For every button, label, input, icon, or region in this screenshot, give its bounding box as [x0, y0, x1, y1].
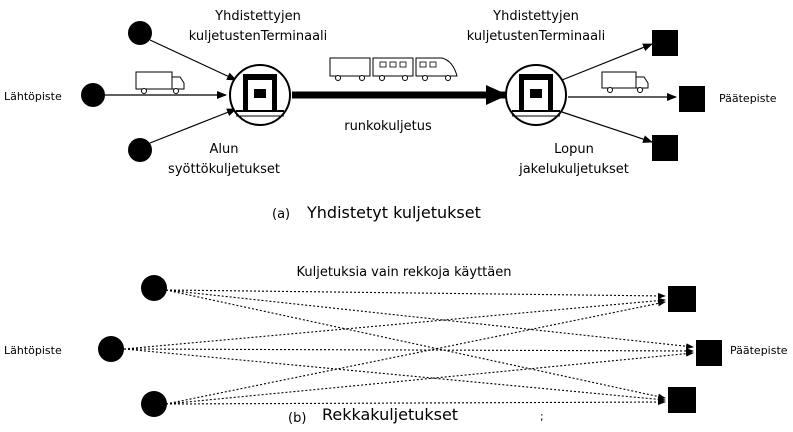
truck-route	[165, 289, 694, 350]
truck-route	[165, 289, 666, 400]
destination-node-middle	[696, 340, 722, 366]
origin-node-bottom	[141, 391, 167, 417]
feeder-label-line2: syöttökuljetukset	[168, 162, 280, 177]
distribution-label-line2: jakelukuljetukset	[518, 162, 629, 177]
trunk-label: runkokuljetus	[344, 119, 432, 134]
truck-route	[123, 348, 666, 403]
truck-route	[165, 300, 666, 405]
trucking-header: Kuljetuksia vain rekkoja käyttäen	[296, 265, 511, 280]
feeder-label-line1: Alun	[210, 142, 239, 157]
panel-a-combined: Yhdistettyjen kuljetustenTerminaali Yhdi…	[4, 9, 777, 222]
origin-node-top	[128, 21, 152, 45]
caption-a-letter: (a)	[272, 207, 290, 222]
feeder-arrow-top	[149, 39, 237, 81]
truck-icon	[135, 71, 185, 94]
terminal-right-label-line2: kuljetustenTerminaali	[467, 29, 606, 44]
terminal-left-label-line2: kuljetustenTerminaali	[189, 29, 328, 44]
origin-node-middle	[81, 83, 105, 107]
origin-node-top	[141, 275, 167, 301]
panel-b-trucking: Kuljetuksia vain rekkoja käyttäen Lähtöp…	[4, 265, 788, 426]
terminal-crane-icon	[505, 64, 567, 126]
truck-route	[165, 289, 666, 299]
feeder-arrow-bottom	[149, 108, 237, 144]
truck-route	[165, 399, 666, 406]
distribution-arrow-top	[561, 43, 653, 81]
destination-node-top	[652, 30, 678, 56]
destination-label: Päätepiste	[719, 92, 777, 105]
terminal-right-label-line1: Yhdistettyjen	[492, 9, 579, 24]
caption-b-text: Rekkakuljetukset	[322, 405, 458, 424]
stray-mark: ;	[540, 410, 544, 423]
destination-node-middle	[679, 86, 705, 112]
destination-label: Päätepiste	[730, 344, 788, 357]
origin-node-bottom	[128, 138, 152, 162]
origin-label: Lähtöpiste	[4, 344, 62, 357]
distribution-arrow-bottom	[561, 111, 653, 143]
origin-label: Lähtöpiste	[4, 90, 62, 103]
train-icon	[329, 57, 458, 81]
destination-node-top	[668, 286, 696, 312]
origin-node-middle	[98, 336, 124, 362]
truck-icon	[601, 71, 649, 93]
truck-route	[123, 297, 666, 350]
truck-route	[123, 347, 694, 354]
destination-node-bottom	[652, 135, 678, 161]
terminal-left-label-line1: Yhdistettyjen	[214, 9, 301, 24]
caption-a-text: Yhdistetyt kuljetukset	[306, 203, 481, 222]
distribution-label-line1: Lopun	[554, 142, 594, 157]
destination-node-bottom	[668, 387, 696, 413]
truck-route	[165, 350, 694, 405]
caption-b-letter: (b)	[288, 411, 306, 426]
terminal-crane-icon	[229, 64, 291, 126]
